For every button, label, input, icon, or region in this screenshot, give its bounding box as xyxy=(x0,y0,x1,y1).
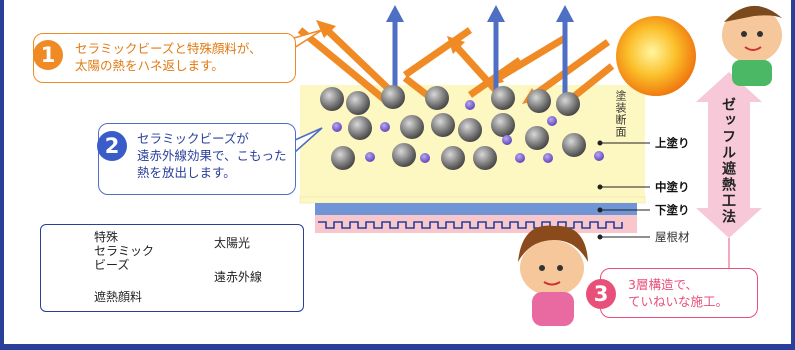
middle-coat-layer xyxy=(299,196,646,204)
callout-1-number: 1 xyxy=(33,40,63,70)
roof-pattern xyxy=(318,221,623,229)
layer-label-top: 上塗り xyxy=(655,136,690,150)
legend-pigment-label: 遮熱顔料 xyxy=(94,290,143,304)
ceramic-beads xyxy=(320,85,586,170)
callout-2-text: セラミックビーズが 遠赤外線効果で、こもった 熱を放出します。 xyxy=(137,131,287,180)
roof-material-layer xyxy=(315,215,637,233)
sun-icon xyxy=(616,16,696,96)
method-label: ゼッフル遮熱工法 xyxy=(720,97,736,225)
callout-sun-reflection xyxy=(33,33,296,83)
frame-border-right xyxy=(791,0,795,350)
boy-character xyxy=(722,5,782,86)
callout-1-text: セラミックビーズと特殊顔料が、 太陽の熱をハネ返します。 xyxy=(75,41,262,73)
layer-label-roof: 屋根材 xyxy=(655,230,690,244)
section-label: 塗装断面 xyxy=(614,90,627,138)
callout-3-number: 3 xyxy=(586,279,616,309)
legend-box xyxy=(40,224,304,312)
callout-2-number: 2 xyxy=(97,131,127,161)
frame-border-left xyxy=(0,0,4,350)
layer-label-middle: 中塗り xyxy=(655,180,690,194)
method-arrow xyxy=(696,72,762,268)
layer-label-bottom: 下塗り xyxy=(655,203,690,217)
girl-character xyxy=(518,225,588,326)
heat-shield-pigments xyxy=(332,100,604,163)
under-coat-layer xyxy=(315,203,637,215)
callout-far-infrared xyxy=(98,123,296,195)
legend-sunlight-label: 太陽光 xyxy=(214,236,251,250)
layer-leaders xyxy=(597,140,650,240)
frame-border-bottom xyxy=(0,344,795,350)
callout-3-text: 3層構造で、 ていねいな施工。 xyxy=(628,277,729,309)
legend-beads-label: 特殊 セラミック ビーズ xyxy=(94,230,155,272)
legend-infrared-label: 遠赤外線 xyxy=(214,270,263,284)
